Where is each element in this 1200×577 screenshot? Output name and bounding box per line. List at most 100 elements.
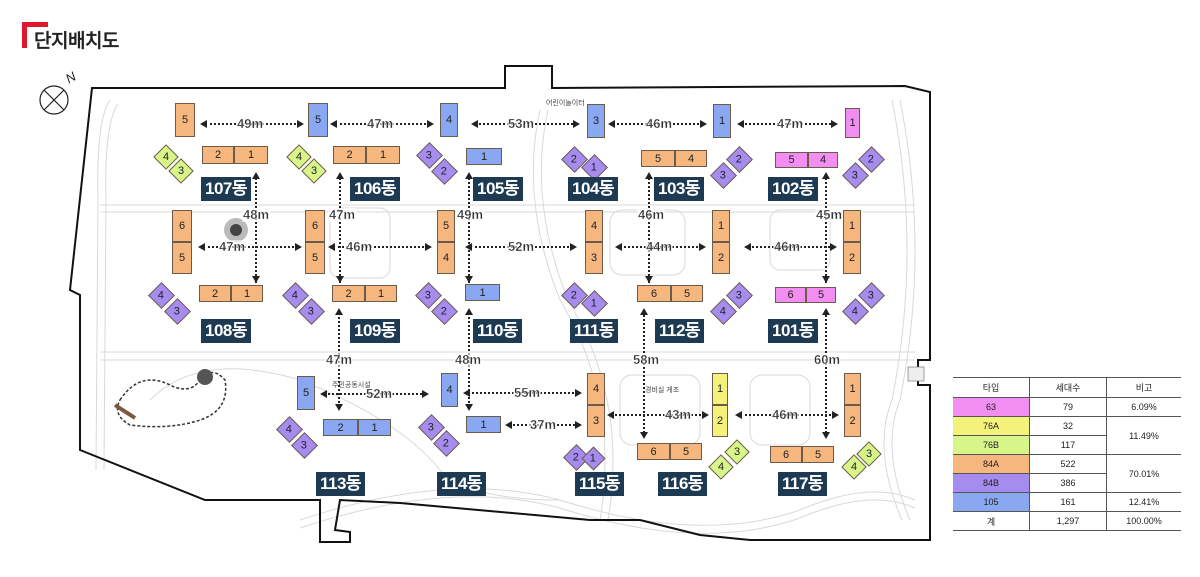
distance-label: 60m — [813, 352, 842, 367]
distance-line — [333, 246, 428, 248]
arrow-right-icon — [422, 390, 429, 398]
arrow-right-icon — [573, 120, 580, 128]
legend-count: 79 — [1029, 397, 1107, 417]
distance-label: 49m — [456, 207, 485, 222]
legend-count: 161 — [1029, 492, 1107, 512]
arrow-up-icon — [252, 172, 260, 179]
arrow-right-icon — [832, 411, 839, 419]
distance-label: 55m — [513, 385, 542, 400]
distance-line — [255, 175, 257, 283]
building-label: 101동 — [768, 319, 819, 343]
legend-count: 522 — [1029, 454, 1107, 474]
building-label: 115동 — [575, 472, 625, 496]
unit-type-legend: 타입 세대수 비고 63 79 6.09% 76A 32 11.49% 76B … — [953, 377, 1181, 531]
arrow-right-icon — [575, 421, 582, 429]
arrow-right-icon — [830, 243, 837, 251]
unit: 5 — [437, 210, 455, 242]
legend-row: 105 161 12.41% — [953, 492, 1181, 512]
legend-note: 12.41% — [1106, 492, 1181, 512]
arrow-down-icon — [822, 276, 830, 283]
arrow-down-icon — [465, 404, 473, 411]
facility-label: 어린이놀이터 — [546, 100, 585, 107]
unit: 6 — [172, 210, 192, 242]
unit: 4 — [437, 242, 455, 274]
unit: 1 — [845, 108, 860, 138]
arrow-up-icon — [645, 172, 653, 179]
unit: 6 — [770, 446, 802, 463]
legend-note: 70.01% — [1106, 454, 1181, 493]
unit: 6 — [775, 287, 806, 303]
distance-line — [825, 175, 827, 283]
legend-total-note: 100.00% — [1106, 511, 1181, 531]
unit: 4 — [587, 373, 605, 405]
arrow-down-icon — [252, 276, 260, 283]
unit: 1 — [466, 148, 502, 165]
building-label: 105동 — [473, 177, 524, 201]
legend-type: 76A — [953, 416, 1030, 436]
legend-note: 6.09% — [1106, 397, 1181, 417]
legend-total-count: 1,297 — [1029, 511, 1107, 531]
unit: 5 — [308, 103, 328, 137]
distance-label: 47m — [328, 207, 357, 222]
building-label: 112동 — [655, 319, 705, 343]
legend-row: 84B 386 — [953, 473, 1181, 493]
legend-type: 76B — [953, 435, 1030, 455]
arrow-left-icon — [200, 120, 207, 128]
legend-type: 84A — [953, 454, 1030, 474]
unit: 1 — [844, 373, 861, 405]
distance-label: 48m — [242, 207, 271, 222]
unit: 4 — [808, 152, 838, 168]
arrow-down-icon — [336, 276, 344, 283]
distance-label: 47m — [366, 116, 395, 131]
legend-row: 63 79 6.09% — [953, 397, 1181, 417]
arrow-right-icon — [570, 243, 577, 251]
arrow-left-icon — [744, 243, 751, 251]
page-title-text: 단지배치도 — [34, 30, 119, 52]
unit: 1 — [234, 146, 268, 164]
arrow-left-icon — [615, 243, 622, 251]
unit: 3 — [587, 104, 605, 138]
distance-label: 44m — [645, 239, 674, 254]
arrow-up-icon — [335, 308, 343, 315]
unit: 1 — [712, 210, 730, 242]
unit: 5 — [175, 103, 195, 137]
unit: 2 — [712, 242, 730, 274]
unit: 4 — [440, 103, 458, 137]
arrow-down-icon — [822, 432, 830, 439]
unit: 2 — [712, 405, 728, 437]
unit: 2 — [323, 419, 358, 436]
distance-line — [339, 175, 341, 283]
distance-label: 47m — [776, 116, 805, 131]
unit: 5 — [297, 376, 315, 410]
unit: 1 — [366, 146, 400, 164]
legend-row: 76B 117 — [953, 435, 1181, 455]
arrow-up-icon — [640, 308, 648, 315]
legend-count: 117 — [1029, 435, 1107, 455]
distance-label: 52m — [507, 239, 536, 254]
legend-header-type: 타입 — [953, 377, 1030, 398]
arrow-right-icon — [702, 411, 709, 419]
unit: 4 — [585, 210, 603, 242]
unit: 2 — [843, 242, 861, 274]
legend-total-row: 계 1,297 100.00% — [953, 511, 1181, 531]
building-label: 110동 — [473, 319, 523, 343]
unit: 3 — [585, 242, 603, 274]
arrow-up-icon — [336, 172, 344, 179]
distance-label: 49m — [236, 116, 265, 131]
unit: 4 — [441, 373, 458, 407]
arrow-right-icon — [297, 120, 304, 128]
unit: 5 — [775, 152, 808, 168]
distance-label: 43m — [664, 407, 693, 422]
title-bracket-icon — [22, 22, 48, 48]
building-label: 109동 — [350, 319, 401, 343]
distance-label: 48m — [454, 352, 483, 367]
unit: 1 — [365, 285, 397, 302]
arrow-down-icon — [645, 276, 653, 283]
unit: 5 — [172, 242, 192, 274]
arrow-left-icon — [505, 421, 512, 429]
unit: 5 — [806, 287, 836, 303]
arrow-left-icon — [465, 243, 472, 251]
legend-type: 105 — [953, 492, 1030, 512]
distance-label: 47m — [325, 352, 354, 367]
arrow-right-icon — [831, 120, 838, 128]
